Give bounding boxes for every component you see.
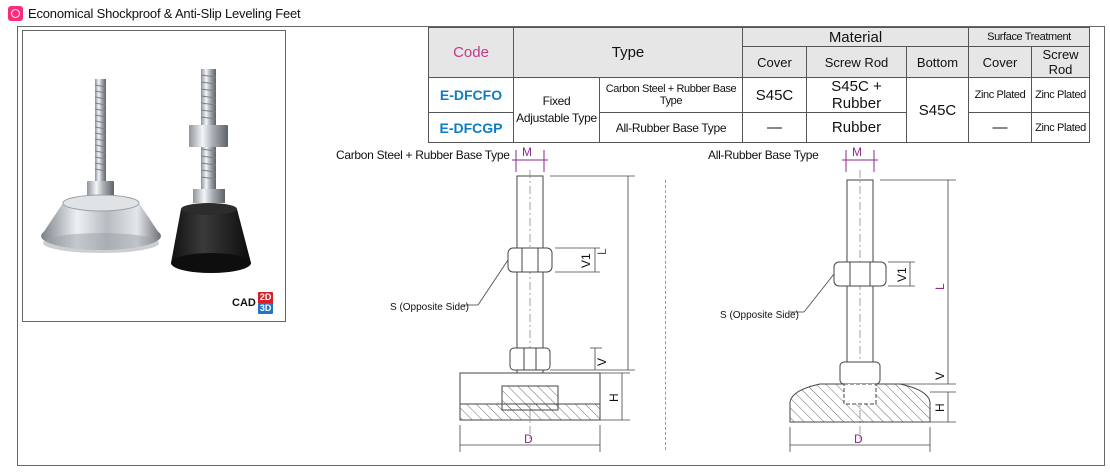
header-screw-rod: Screw Rod (806, 46, 907, 78)
header-type: Type (513, 27, 743, 78)
code-cell: E-DFCFO (428, 77, 514, 113)
dim-v1-label: V1 (579, 253, 593, 268)
header-surface-cover: Cover (968, 46, 1032, 78)
product-photo (22, 30, 286, 322)
dim-h-label: H (607, 393, 621, 402)
dim-m-label: M (852, 145, 862, 159)
surface-rod-cell: Zinc Plated (1031, 77, 1090, 113)
screw-rod-cell: S45C + Rubber (806, 77, 907, 113)
header-bottom: Bottom (906, 46, 969, 78)
target-icon (8, 5, 23, 21)
diagram-divider (665, 180, 666, 450)
type-group-cell: Fixed Adjustable Type (513, 77, 600, 143)
code-cell: E-DFCGP (428, 112, 514, 143)
header-surface-treatment: Surface Treatment (968, 27, 1090, 47)
cad-label: CAD (232, 297, 256, 309)
header-material: Material (742, 27, 969, 47)
cad-badge[interactable]: CAD 2D 3D (232, 292, 274, 314)
dim-l-label: L (595, 248, 609, 255)
diagram-right: M L V1 V H D S (Opposite Side) (720, 145, 956, 452)
dim-d-label: D (854, 432, 863, 446)
type-cell: Carbon Steel + Rubber Base Type (599, 77, 743, 113)
dim-d-label: D (524, 432, 533, 446)
dim-l-label: L (933, 283, 947, 290)
screw-rod-cell: Rubber (806, 112, 907, 143)
cover-cell: — (742, 112, 807, 143)
surface-cover-cell: Zinc Plated (968, 77, 1032, 113)
dim-v-label: V (933, 372, 947, 380)
diagram-left: M L V1 V H D S (Opposite Side) (390, 145, 635, 452)
bottom-cell: S45C (906, 77, 969, 143)
header-cover: Cover (742, 46, 807, 78)
dim-v-label: V (595, 358, 609, 366)
dim-v1-label: V1 (895, 267, 909, 282)
diagram-title-left: Carbon Steel + Rubber Base Type (336, 148, 510, 162)
cad-3d-badge: 3D (257, 303, 274, 314)
dim-h-label: H (933, 403, 947, 412)
cover-cell: S45C (742, 77, 807, 113)
leveling-feet-image (41, 69, 251, 273)
dim-m-label: M (522, 145, 532, 159)
spec-table: Code Type Material Surface Treatment Cov… (428, 27, 1090, 143)
cad-2d-badge: 2D (257, 292, 274, 303)
section-title: Economical Shockproof & Anti-Slip Leveli… (8, 4, 301, 22)
page-title: Economical Shockproof & Anti-Slip Leveli… (28, 5, 301, 21)
opposite-side-label: S (Opposite Side) (390, 302, 469, 313)
type-cell: All-Rubber Base Type (599, 112, 743, 143)
surface-cover-cell: — (968, 112, 1032, 143)
header-code: Code (428, 27, 514, 78)
header-surface-screw-rod: Screw Rod (1031, 46, 1090, 78)
diagram-title-right: All-Rubber Base Type (708, 148, 819, 162)
opposite-side-label: S (Opposite Side) (720, 310, 799, 321)
content-frame (17, 26, 1105, 466)
surface-rod-cell: Zinc Plated (1031, 112, 1090, 143)
